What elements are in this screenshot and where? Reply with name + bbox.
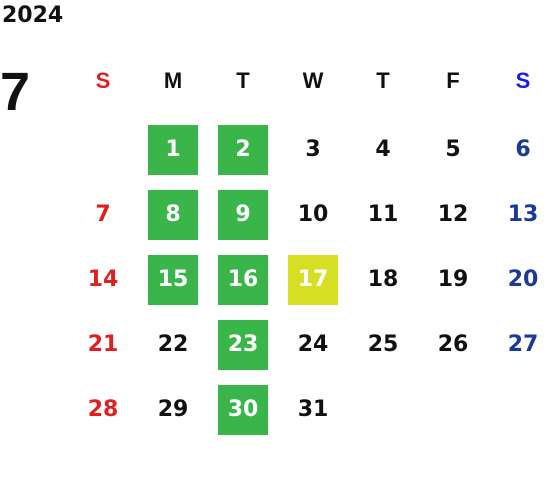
weekday-header: S M T W T F S — [68, 62, 548, 100]
day-cell: 3 — [278, 125, 348, 175]
day-cell: 31 — [278, 385, 348, 435]
day-cell — [488, 385, 548, 435]
day-number[interactable]: 18 — [367, 267, 399, 292]
day-number-highlighted[interactable]: 1 — [148, 125, 198, 175]
day-cell: 7 — [68, 190, 138, 240]
day-number[interactable]: 26 — [437, 332, 469, 357]
day-cell: 22 — [138, 320, 208, 370]
day-cell: 25 — [348, 320, 418, 370]
year-label: 2024 — [2, 3, 64, 28]
day-number-highlighted[interactable]: 9 — [218, 190, 268, 240]
day-number[interactable]: 24 — [297, 332, 329, 357]
weekday-saturday: S — [515, 68, 531, 93]
day-number[interactable]: 5 — [445, 137, 461, 162]
day-number[interactable]: 13 — [507, 202, 539, 227]
day-cell: 30 — [208, 385, 278, 435]
day-number-highlighted[interactable]: 15 — [148, 255, 198, 305]
day-number[interactable]: 28 — [87, 397, 119, 422]
day-number[interactable]: 12 — [437, 202, 469, 227]
day-cell — [418, 385, 488, 435]
day-cell — [68, 125, 138, 175]
day-cell: 19 — [418, 255, 488, 305]
day-number[interactable]: 19 — [437, 267, 469, 292]
day-cell: 16 — [208, 255, 278, 305]
day-cell: 12 — [418, 190, 488, 240]
day-cell: 8 — [138, 190, 208, 240]
day-number-highlighted[interactable]: 8 — [148, 190, 198, 240]
day-cell: 23 — [208, 320, 278, 370]
day-number[interactable]: 10 — [297, 202, 329, 227]
day-cell: 21 — [68, 320, 138, 370]
day-cell: 14 — [68, 255, 138, 305]
day-number[interactable]: 14 — [87, 267, 119, 292]
weekday-thursday: T — [376, 68, 390, 93]
day-number[interactable]: 31 — [297, 397, 329, 422]
day-number[interactable]: 3 — [305, 137, 321, 162]
day-cell: 29 — [138, 385, 208, 435]
weekday-tuesday: T — [236, 68, 250, 93]
day-cell: 17 — [278, 255, 348, 305]
day-cell: 27 — [488, 320, 548, 370]
day-number-highlighted[interactable]: 16 — [218, 255, 268, 305]
day-cell: 26 — [418, 320, 488, 370]
day-number[interactable]: 27 — [507, 332, 539, 357]
day-cell: 11 — [348, 190, 418, 240]
day-number-highlighted[interactable]: 2 — [218, 125, 268, 175]
day-number[interactable]: 25 — [367, 332, 399, 357]
day-number[interactable]: 29 — [157, 397, 189, 422]
day-number[interactable]: 11 — [367, 202, 399, 227]
day-cell: 15 — [138, 255, 208, 305]
weekday-friday: F — [446, 68, 460, 93]
weekday-sunday: S — [95, 68, 111, 93]
day-cell: 5 — [418, 125, 488, 175]
month-label: 7 — [0, 62, 31, 122]
day-cell: 4 — [348, 125, 418, 175]
day-cell: 28 — [68, 385, 138, 435]
day-cell: 9 — [208, 190, 278, 240]
weekday-wednesday: W — [302, 68, 324, 93]
day-number-highlighted[interactable]: 23 — [218, 320, 268, 370]
day-number[interactable]: 21 — [87, 332, 119, 357]
day-cell: 2 — [208, 125, 278, 175]
day-cell: 24 — [278, 320, 348, 370]
day-number-highlighted[interactable]: 17 — [288, 255, 338, 305]
day-cell: 1 — [138, 125, 208, 175]
day-cell: 6 — [488, 125, 548, 175]
day-number[interactable]: 22 — [157, 332, 189, 357]
day-cell — [348, 385, 418, 435]
day-cell: 13 — [488, 190, 548, 240]
day-cell: 10 — [278, 190, 348, 240]
day-number[interactable]: 7 — [95, 202, 111, 227]
day-cell: 20 — [488, 255, 548, 305]
day-number-highlighted[interactable]: 30 — [218, 385, 268, 435]
day-number[interactable]: 6 — [515, 137, 531, 162]
day-number[interactable]: 20 — [507, 267, 539, 292]
day-cell: 18 — [348, 255, 418, 305]
day-number[interactable]: 4 — [375, 137, 391, 162]
weekday-monday: M — [163, 68, 183, 93]
